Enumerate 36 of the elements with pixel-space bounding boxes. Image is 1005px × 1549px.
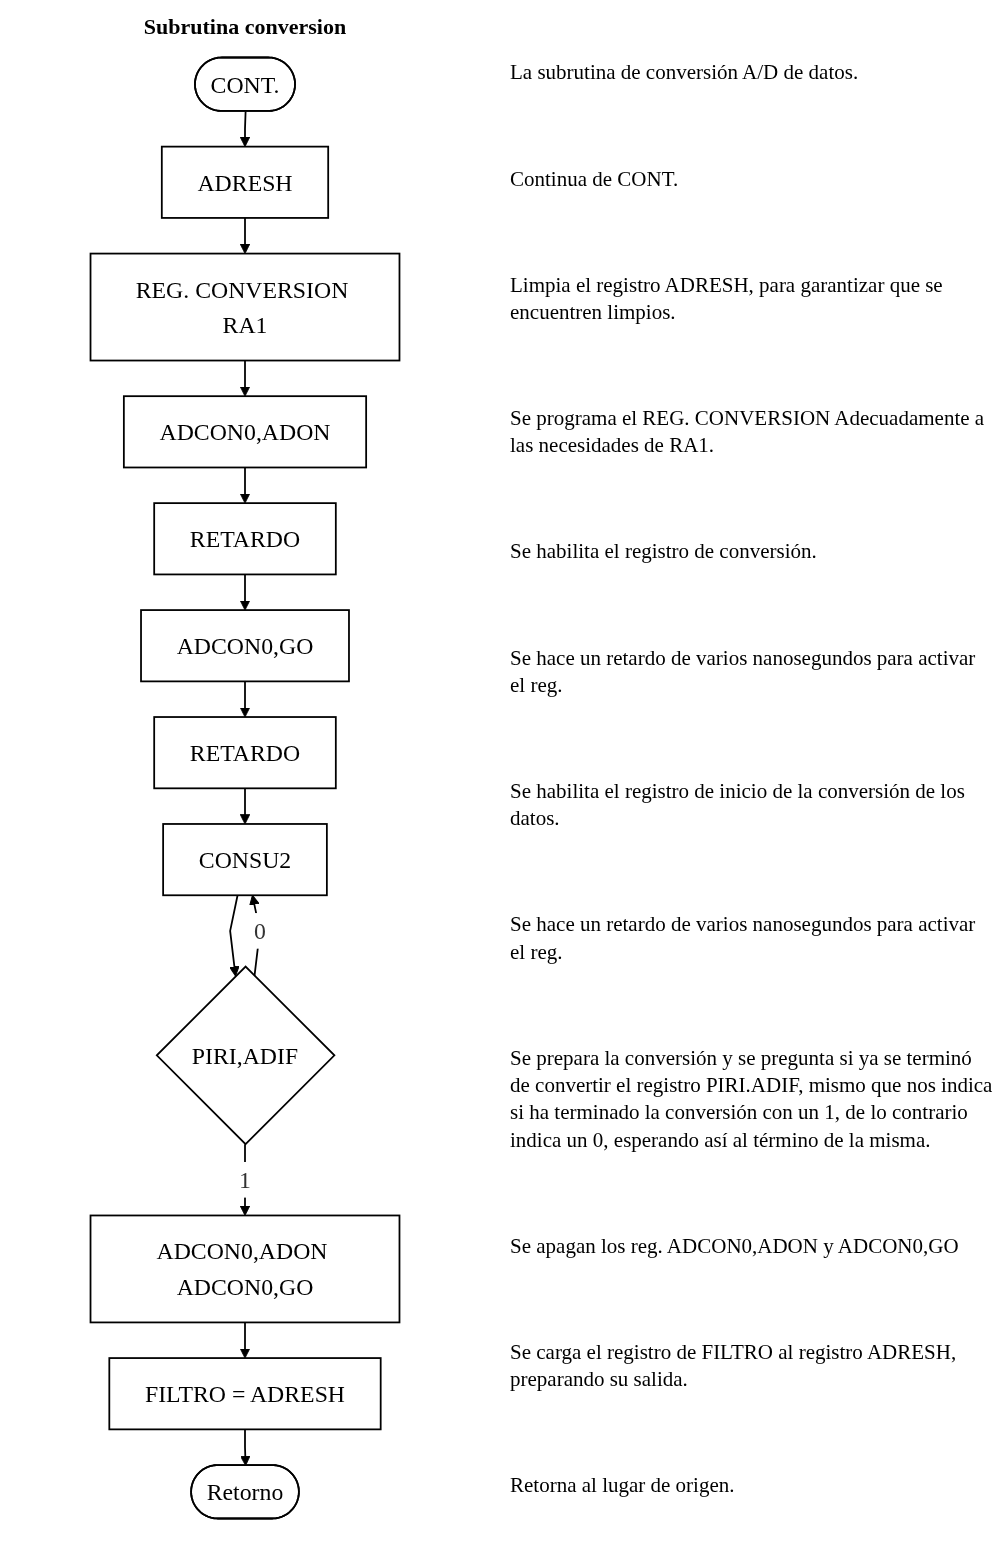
note-text: Se habilita el registro de conversión.: [510, 538, 818, 566]
node-box: RETARDO: [153, 502, 337, 576]
arrow: [239, 1321, 251, 1359]
note-text: Limpia el registro ADRESH, para garantizar que se encuentren limpios.: [510, 271, 944, 326]
node-diamond: PIRI,ADIF: [155, 965, 336, 1146]
node-box: ADCON0,ADON ADCON0,GO: [89, 1214, 401, 1324]
arrow: [239, 1143, 251, 1216]
edge-label: 0: [253, 917, 266, 944]
arrow: [239, 573, 251, 611]
node-box: ADCON0,ADON: [122, 395, 368, 469]
diagram-title: Subrutina conversion: [143, 14, 347, 40]
node-box: FILTRO = ADRESH: [108, 1357, 382, 1431]
node-box: ADRESH: [160, 145, 330, 219]
note-text: Se prepara la conversión y se pregunta si ya se terminó de convertir el registro PIRI.ADIF, mismo que nos indica si ha terminado la conversión con un 1, de lo contrario indica un 0, esperando así al término de la misma.: [510, 1044, 994, 1154]
note-text: La subrutina de conversión A/D de datos.: [510, 59, 860, 87]
arrow: [239, 680, 251, 718]
edge-label: 1: [239, 1166, 251, 1193]
arrow: [239, 787, 251, 825]
arrow: [239, 217, 251, 255]
note-text: Se hace un retardo de varios nanosegundos para activar el reg.: [510, 644, 977, 699]
note-text: Se hace un retardo de varios nanosegundos para activar el reg.: [510, 911, 977, 966]
arrow: [239, 110, 251, 148]
note-text: Se programa el REG. CONVERSION Adecuadamente a las necesidades de RA1.: [510, 405, 986, 460]
node-box: REG. CONVERSION RA1: [89, 252, 401, 362]
arrow: [240, 1428, 251, 1467]
arrow: [239, 359, 251, 397]
note-text: Se carga el registro de FILTRO al registro ADRESH, preparando su salida.: [510, 1338, 958, 1394]
node-box: ADCON0,GO: [140, 609, 350, 683]
arrow: [229, 894, 240, 977]
note-text: Se apagan los reg. ADCON0,ADON y ADCON0,GO: [510, 1232, 960, 1260]
note-text: Continua de CONT.: [510, 165, 680, 193]
note-text: Retorna al lugar de origen.: [510, 1472, 736, 1500]
node-box: CONSU2: [162, 823, 328, 897]
arrow: [239, 466, 251, 504]
note-text: Se habilita el registro de inicio de la conversión de los datos.: [510, 777, 966, 833]
node-box: RETARDO: [153, 716, 337, 790]
